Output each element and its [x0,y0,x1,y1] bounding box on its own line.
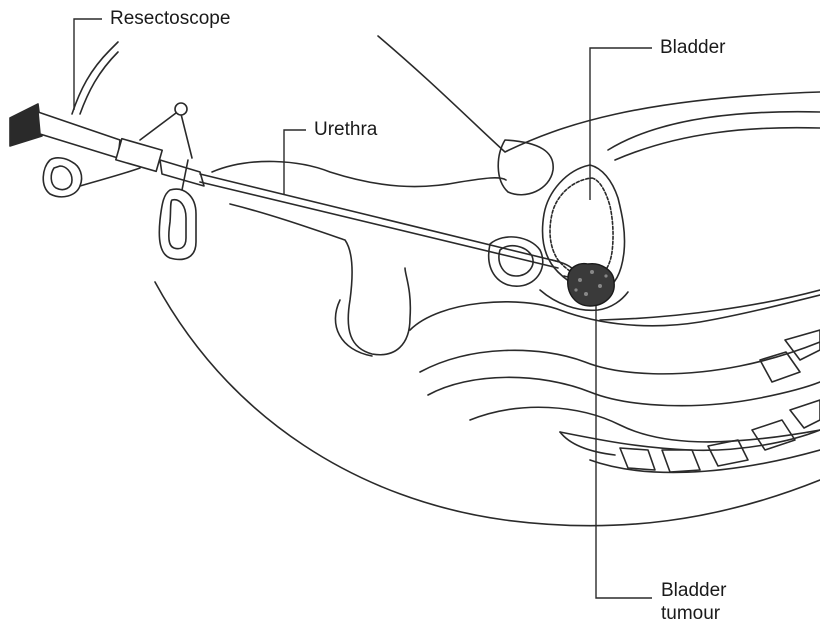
resectoscope-body [38,112,120,158]
vertebra-6 [785,330,820,360]
penis-outline [212,161,506,186]
spine-line-upper [600,290,820,320]
thumb-ring-inner [169,200,186,249]
resectoscope-tube-top [200,174,560,262]
label-bladder-tumour: Bladder tumour [661,579,727,625]
resectoscope-sheath-block [116,139,162,172]
resectoscope-working-element [160,160,204,186]
label-bladder-tumour-line1: Bladder [661,579,727,602]
leader-bladder [590,48,652,200]
finger-ring [43,158,81,197]
resectoscope-cable [72,42,118,114]
handle-arm-1 [80,168,140,186]
vertebra-5 [790,400,820,428]
pubic-bone [498,140,553,195]
bladder-tumour [568,264,614,306]
vertebra-1 [620,448,655,470]
handle-pivot [175,103,187,115]
rectum-outline-2 [420,342,820,374]
sacrum-outline [560,430,820,450]
label-bladder-tumour-line2: tumour [661,602,727,625]
peritoneum-outline [608,112,820,150]
coccyx-outline [560,432,615,455]
abdominal-wall-outline [378,36,820,152]
resectoscope-tube-bottom [200,182,558,268]
rectum-outline-3 [428,377,820,405]
resectoscope-eyepiece [10,104,42,146]
prostate-outline [489,237,543,286]
vertebra-2 [662,450,700,472]
label-bladder: Bladder [660,36,726,59]
leader-bladder-tumour [596,306,652,598]
scrotum-outline [335,300,372,356]
vertebra-3 [708,440,748,466]
rectum-outline-1 [410,295,820,330]
label-urethra: Urethra [314,118,377,141]
finger-ring-inner [51,166,72,190]
label-resectoscope: Resectoscope [110,7,230,30]
